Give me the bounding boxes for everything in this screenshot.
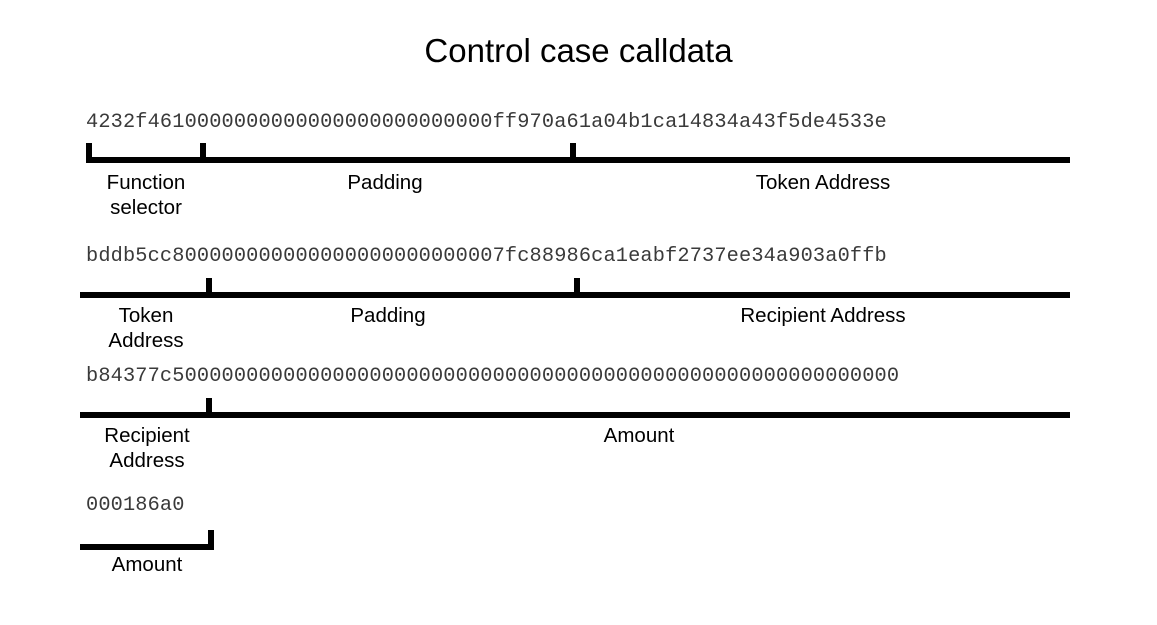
bracket-tick-recipient-address-end xyxy=(206,398,212,418)
segment-label-padding-2: Padding xyxy=(350,304,426,327)
bracket-tick-amount-end xyxy=(208,530,214,550)
bracket-tick-padding-end xyxy=(570,143,576,163)
calldata-hex-line-3: b84377c500000000000000000000000000000000… xyxy=(86,365,900,388)
segment-label-token-address-1: Token Address xyxy=(755,171,891,194)
calldata-hex-line-4: 000186a0 xyxy=(86,494,185,517)
segment-label-amount-4: Amount xyxy=(111,553,183,576)
bracket-line-1 xyxy=(86,141,1070,163)
segment-label-amount-3: Amount xyxy=(603,424,675,447)
calldata-hex-line-1: 4232f4610000000000000000000000000ff970a6… xyxy=(86,111,887,134)
bracket-bar xyxy=(86,157,1070,163)
bracket-line-3 xyxy=(80,396,1070,418)
calldata-hex-line-2: bddb5cc800000000000000000000000007fc8898… xyxy=(86,245,887,268)
segment-label-recipient-address-3: Recipient Address xyxy=(104,424,190,472)
bracket-tick-start xyxy=(86,143,92,163)
bracket-bar xyxy=(80,544,214,550)
bracket-bar xyxy=(80,412,1070,418)
bracket-line-4 xyxy=(80,528,214,550)
bracket-tick-padding-end xyxy=(574,278,580,298)
segment-label-padding-1: Padding xyxy=(347,171,423,194)
bracket-line-2 xyxy=(80,276,1070,298)
page-title: Control case calldata xyxy=(424,32,733,69)
segment-label-function-selector: Function selector xyxy=(106,171,186,219)
segment-label-token-address-2: Token Address xyxy=(108,304,184,352)
bracket-tick-function-selector-end xyxy=(200,143,206,163)
segment-label-recipient-address-2: Recipient Address xyxy=(740,304,906,327)
bracket-tick-token-address-end xyxy=(206,278,212,298)
